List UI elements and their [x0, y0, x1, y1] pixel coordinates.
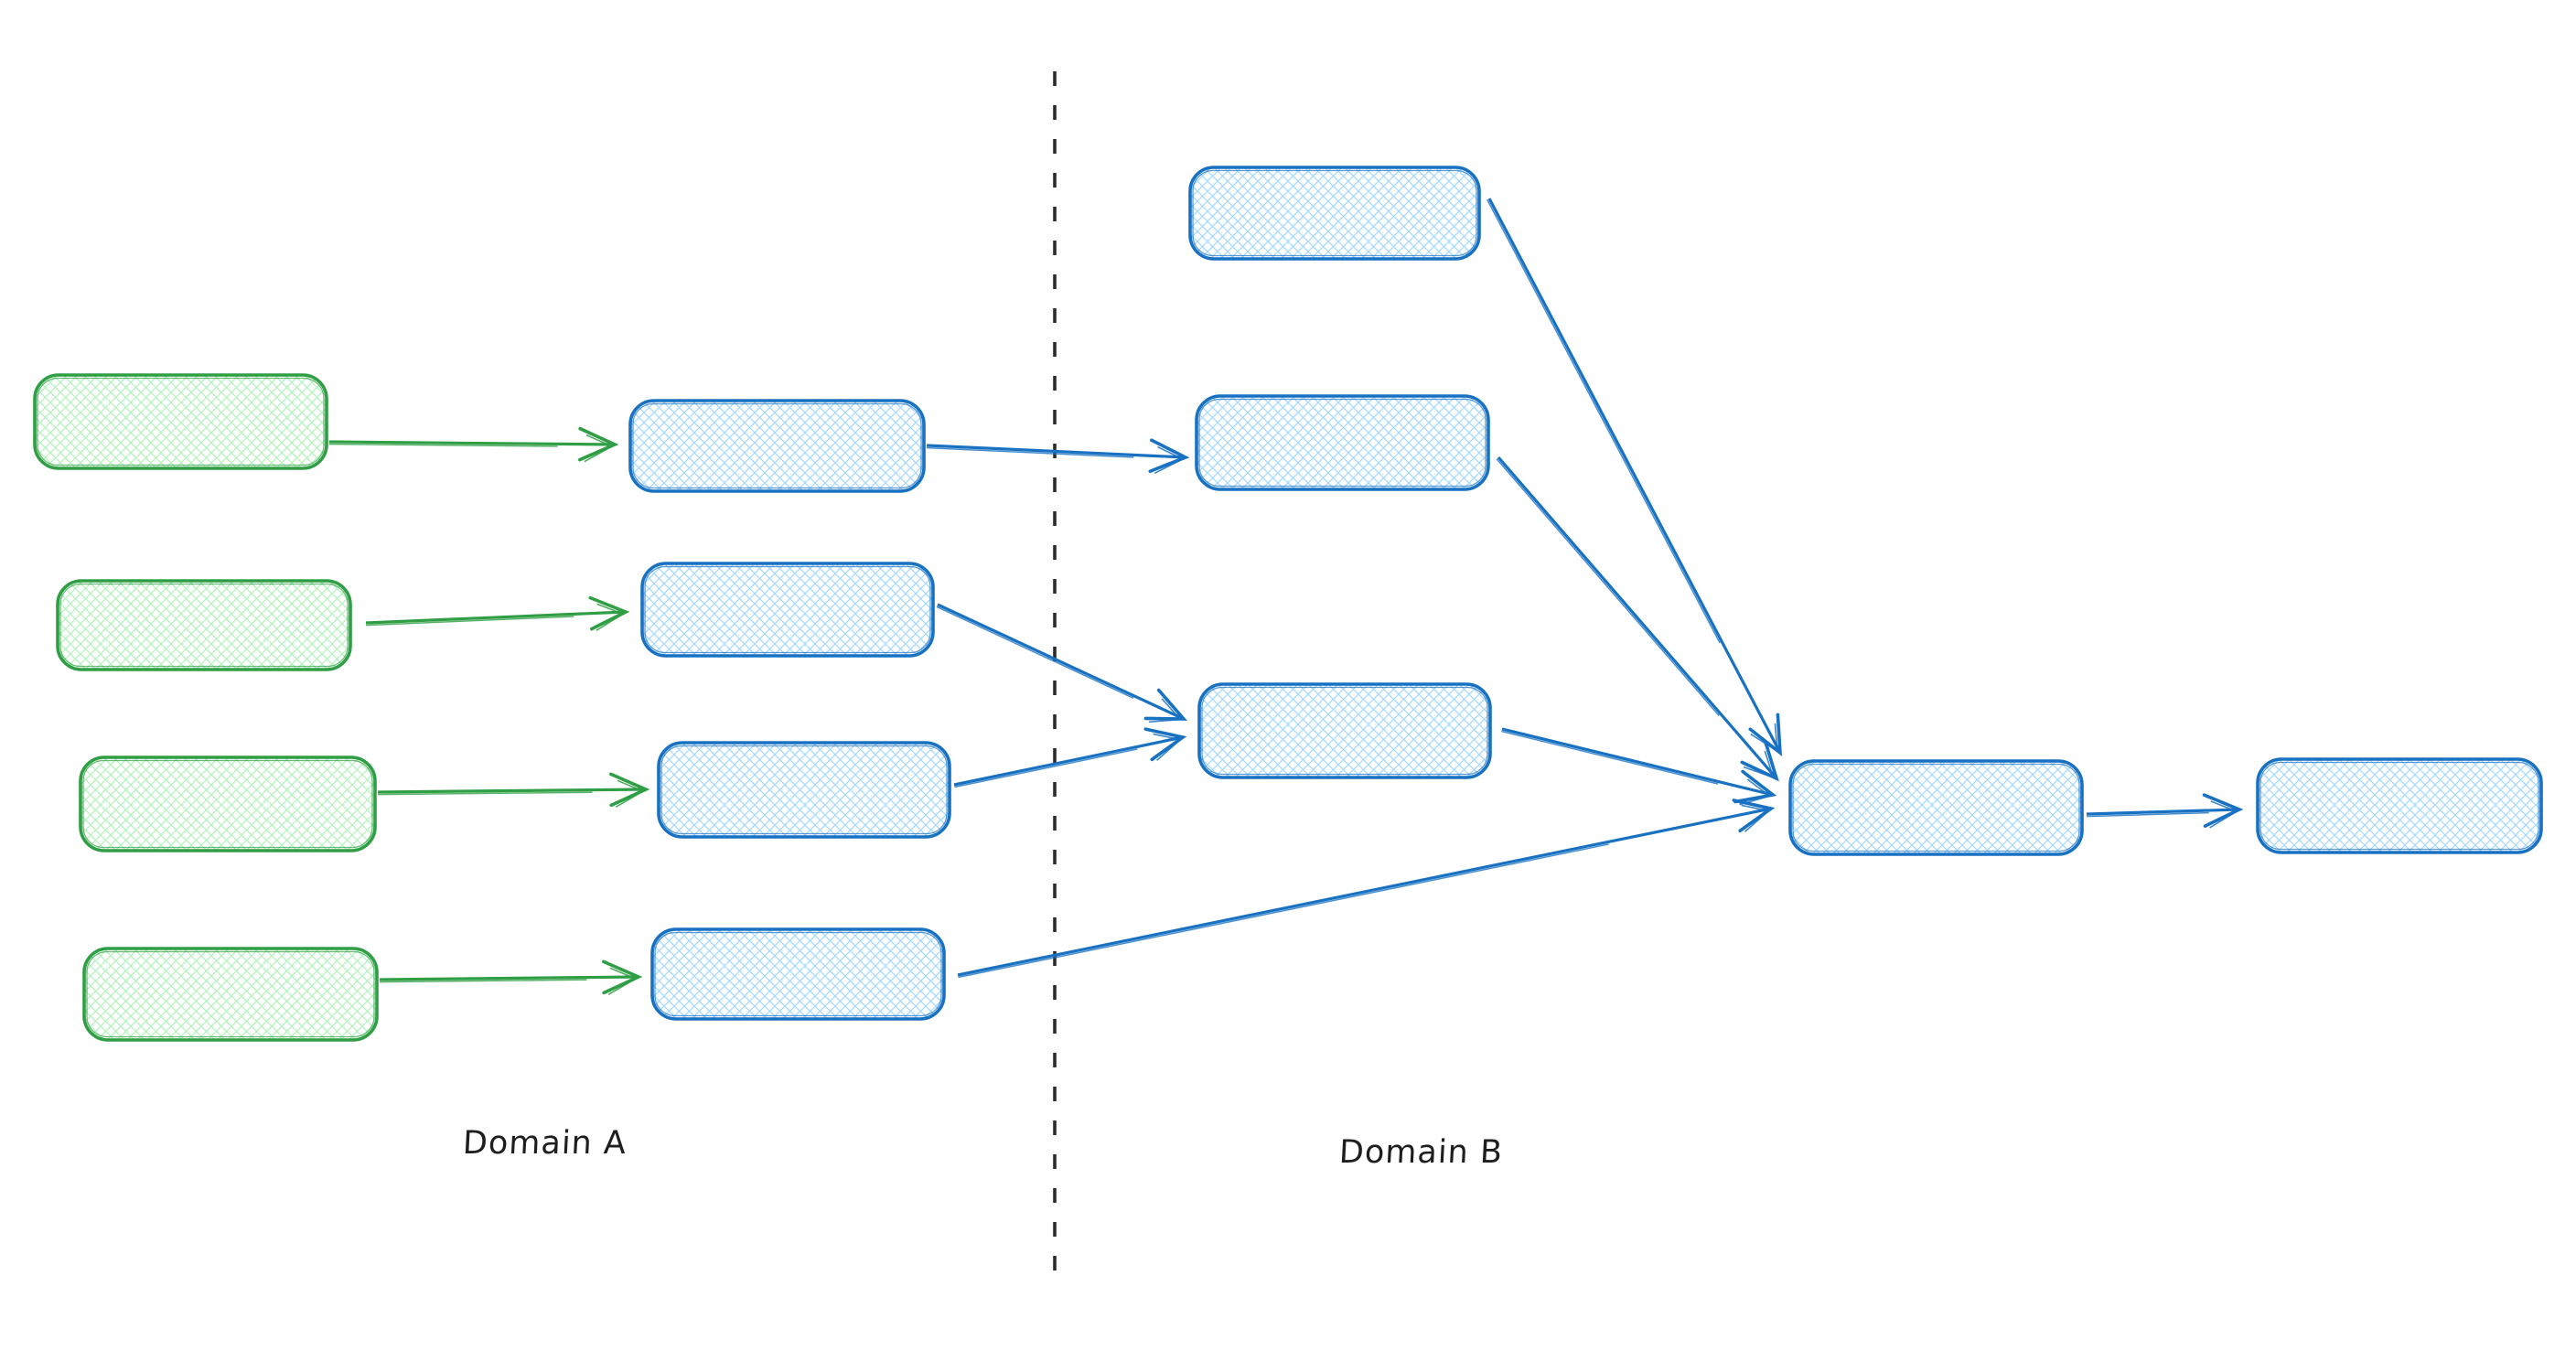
- node-sketch-outline: [632, 402, 922, 489]
- node-sketch-outline: [1198, 398, 1487, 488]
- node-rect[interactable]: [33, 373, 328, 470]
- node-rect[interactable]: [628, 399, 926, 493]
- node-rect[interactable]: [56, 579, 352, 671]
- node-sketch-outline: [82, 759, 373, 849]
- edge-sketch-line: [926, 446, 1134, 458]
- edge-sketch-line: [958, 843, 1609, 979]
- edge-stage3-to-b3[interactable]: [953, 727, 1187, 788]
- edge-sketch-line: [954, 748, 1138, 788]
- edge-sketch-line: [936, 606, 1134, 700]
- edge-b3-to-hub[interactable]: [1501, 727, 1777, 806]
- edge-sketch-line: [378, 791, 593, 796]
- node-domain-b-node-3[interactable]: [1197, 682, 1492, 779]
- edge-sketch-line: [328, 443, 558, 447]
- node-domain-a-input-2[interactable]: [56, 579, 352, 671]
- node-sketch-outline: [660, 745, 948, 835]
- node-rect[interactable]: [657, 741, 951, 839]
- edge-line[interactable]: [377, 772, 650, 809]
- node-domain-a-input-4[interactable]: [82, 947, 379, 1042]
- edge-line[interactable]: [1497, 456, 1779, 782]
- edge-b2-to-hub[interactable]: [1496, 456, 1779, 782]
- node-sketch-outline: [1792, 763, 2080, 852]
- edge-sketch-line: [2087, 811, 2209, 818]
- node-sketch-outline: [1201, 686, 1488, 776]
- edge-line[interactable]: [937, 603, 1187, 724]
- node-rect[interactable]: [650, 927, 946, 1021]
- node-sketch-outline: [37, 377, 325, 466]
- edge-line[interactable]: [328, 426, 619, 463]
- node-rect[interactable]: [1188, 166, 1481, 261]
- node-rect[interactable]: [640, 562, 935, 658]
- edge-input4-to-stage4[interactable]: [379, 959, 643, 996]
- node-domain-b-hub[interactable]: [1788, 759, 2084, 856]
- node-domain-b-node-2[interactable]: [1195, 394, 1490, 491]
- node-rect[interactable]: [82, 947, 379, 1042]
- node-domain-a-stage-4[interactable]: [650, 927, 946, 1021]
- edge-line[interactable]: [1487, 198, 1783, 756]
- edge-sketch-line: [380, 979, 587, 983]
- edge-line[interactable]: [1501, 727, 1777, 806]
- node-sketch-outline: [86, 950, 375, 1038]
- edge-hub-to-output[interactable]: [2086, 793, 2244, 829]
- edge-line[interactable]: [365, 595, 630, 632]
- edge-line[interactable]: [957, 799, 1776, 977]
- edge-sketch-line: [1501, 730, 1719, 785]
- node-sketch-outline: [2259, 761, 2539, 851]
- edges-layer: [328, 198, 2244, 996]
- edge-stage2-to-b3[interactable]: [936, 603, 1187, 724]
- node-rect[interactable]: [1195, 394, 1490, 491]
- edge-b1-to-hub[interactable]: [1487, 198, 1783, 756]
- edge-input2-to-stage2[interactable]: [365, 595, 630, 632]
- node-domain-a-stage-2[interactable]: [640, 562, 935, 658]
- edge-stage4-to-hub[interactable]: [957, 799, 1776, 979]
- edge-sketch-line: [366, 616, 574, 627]
- node-domain-a-stage-3[interactable]: [657, 741, 951, 839]
- node-rect[interactable]: [79, 756, 377, 852]
- node-domain-a-input-1[interactable]: [33, 373, 328, 470]
- node-domain-a-input-3[interactable]: [79, 756, 377, 852]
- nodes-layer: [33, 166, 2543, 1042]
- edge-sketch-line: [1496, 458, 1720, 716]
- edge-stage1-to-b2[interactable]: [926, 438, 1190, 475]
- node-rect[interactable]: [2256, 757, 2543, 854]
- node-sketch-outline: [1192, 169, 1477, 257]
- edge-line[interactable]: [926, 438, 1190, 475]
- edge-line[interactable]: [953, 727, 1187, 787]
- edge-sketch-line: [1487, 198, 1721, 644]
- edge-line[interactable]: [2086, 793, 2244, 829]
- node-sketch-outline: [644, 565, 931, 654]
- node-domain-b-output[interactable]: [2256, 757, 2543, 854]
- node-domain-b-node-1[interactable]: [1188, 166, 1481, 261]
- edge-input1-to-stage1[interactable]: [328, 426, 619, 463]
- node-domain-a-stage-1[interactable]: [628, 399, 926, 493]
- node-rect[interactable]: [1788, 759, 2084, 856]
- node-rect[interactable]: [1197, 682, 1492, 779]
- domain-b-label[interactable]: Domain B: [1337, 1134, 1505, 1171]
- domain-a-label[interactable]: Domain A: [461, 1125, 628, 1162]
- node-sketch-outline: [654, 931, 942, 1017]
- edge-line[interactable]: [379, 959, 643, 996]
- edge-input3-to-stage3[interactable]: [377, 772, 650, 809]
- node-sketch-outline: [59, 583, 349, 668]
